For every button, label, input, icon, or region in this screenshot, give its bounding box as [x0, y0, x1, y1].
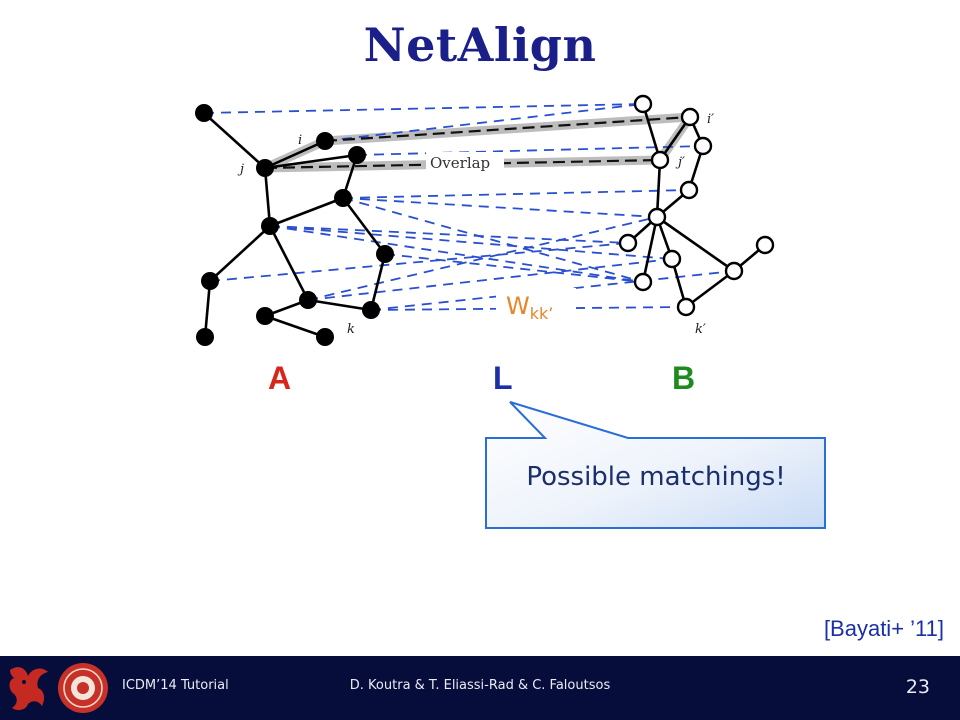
- node-label-i-prime: i′: [707, 112, 714, 127]
- overlap-label-bg: [426, 152, 504, 172]
- graph-node: [662, 249, 682, 269]
- graph-node: [256, 159, 274, 177]
- graph-b-label: B: [672, 360, 696, 396]
- overlap-edges: [264, 115, 691, 170]
- dragon-logo-icon: [9, 667, 48, 711]
- graph-node: [195, 104, 213, 122]
- weight-label-bg: [496, 288, 576, 322]
- graph-node: [676, 297, 696, 317]
- graph-node: [348, 146, 366, 164]
- graph-node: [299, 291, 317, 309]
- graph-node: [755, 235, 775, 255]
- graph-node: [724, 261, 744, 281]
- graph-node: [618, 233, 638, 253]
- graph-node: [334, 189, 352, 207]
- weight-label-subscript: kk’: [529, 304, 554, 323]
- footer-event: ICDM’14 Tutorial: [122, 678, 229, 693]
- node-label-k: k: [347, 322, 355, 337]
- overlap-label: Overlap: [430, 154, 490, 172]
- node-labels: i j k i′ j′ k′: [237, 112, 714, 337]
- graph-node: [376, 245, 394, 263]
- graph-node: [256, 307, 274, 325]
- matching-l-label: L: [493, 360, 513, 396]
- node-label-j: j: [237, 162, 244, 177]
- matching-edges-L: [203, 103, 735, 311]
- graph-node: [647, 207, 667, 227]
- footer-authors: D. Koutra & T. Eliassi-Rad & C. Faloutso…: [349, 678, 611, 693]
- node-label-j-prime: j′: [675, 155, 685, 170]
- footer-bar: ICDM’14 Tutorial D. Koutra & T. Eliassi-…: [0, 656, 960, 720]
- graph-node: [316, 328, 334, 346]
- graph-a-edges: [203, 112, 387, 339]
- university-seal-icon: [58, 663, 108, 713]
- graph-node: [362, 301, 380, 319]
- citation: [Bayati+ ’11]: [823, 616, 944, 641]
- graph-node: [633, 94, 653, 114]
- weight-label: Wkk’: [506, 292, 553, 323]
- node-label-k-prime: k′: [695, 322, 706, 337]
- graph-node: [201, 272, 219, 290]
- graph-a-label: A: [268, 360, 292, 396]
- graph-node: [261, 217, 279, 235]
- slide-title: NetAlign: [363, 18, 597, 72]
- graph-node: [693, 136, 713, 156]
- callout-text: Possible matchings!: [526, 462, 786, 492]
- node-label-i: i: [298, 133, 302, 148]
- page-number: 23: [905, 676, 930, 698]
- graph-node: [679, 180, 699, 200]
- weight-label-base: W: [506, 292, 530, 320]
- network-alignment-diagram: Overlap: [195, 94, 775, 346]
- graph-node: [633, 272, 653, 292]
- graph-node: [196, 328, 214, 346]
- graph-node: [316, 132, 334, 150]
- graph-node: [650, 150, 670, 170]
- graph-node: [680, 107, 700, 127]
- graph-a-nodes: [195, 104, 394, 346]
- graph-b-nodes: [618, 94, 775, 317]
